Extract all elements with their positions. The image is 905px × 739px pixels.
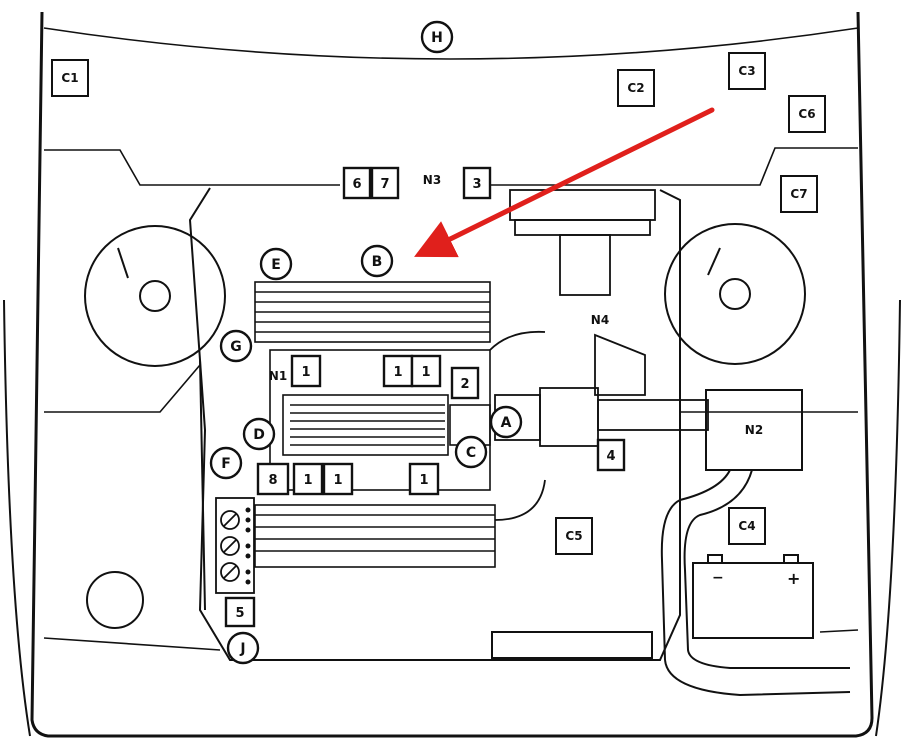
zone-c1-label: C1 bbox=[61, 71, 78, 85]
callout-b-circle bbox=[360, 244, 394, 278]
terminal-strip bbox=[215, 497, 255, 594]
component-1c-box bbox=[410, 354, 442, 388]
callout-a-circle bbox=[489, 405, 523, 439]
component-3-box bbox=[462, 166, 492, 200]
component-1f-label: 1 bbox=[419, 473, 428, 488]
callout-e-circle bbox=[259, 247, 293, 281]
callout-a-label: A bbox=[501, 415, 512, 431]
component-5-label: 5 bbox=[235, 606, 244, 621]
zone-c2-label: C2 bbox=[627, 81, 644, 95]
lower-heatsink bbox=[254, 504, 496, 568]
component-2-box bbox=[450, 366, 480, 400]
component-6-box bbox=[342, 166, 372, 200]
callout-e-label: E bbox=[271, 257, 281, 273]
callout-d-label: D bbox=[253, 427, 265, 443]
zone-n2-box bbox=[705, 389, 803, 471]
zone-c3-box bbox=[728, 52, 766, 90]
component-4-box bbox=[596, 438, 626, 472]
zone-c2-box bbox=[617, 69, 655, 107]
component-3-label: 3 bbox=[472, 177, 481, 192]
component-7-label: 7 bbox=[380, 177, 389, 192]
component-1a-label: 1 bbox=[301, 365, 310, 380]
component-1e-label: 1 bbox=[333, 473, 342, 488]
callout-b-label: B bbox=[372, 254, 383, 270]
battery bbox=[692, 554, 814, 639]
zone-c7-box bbox=[780, 175, 818, 213]
component-7-box bbox=[370, 166, 400, 200]
callout-c-circle bbox=[454, 435, 488, 469]
zone-c7-label: C7 bbox=[790, 187, 807, 201]
battery-minus-sign: − bbox=[712, 570, 724, 586]
component-1e-box bbox=[322, 462, 354, 496]
label-n1: N1 bbox=[269, 369, 287, 383]
terminal-dots bbox=[245, 507, 251, 585]
component-1b-label: 1 bbox=[393, 365, 402, 380]
component-5-box bbox=[224, 596, 256, 628]
round-knob bbox=[86, 571, 144, 629]
callout-c-label: C bbox=[466, 445, 476, 461]
battery-plus-sign: + bbox=[787, 569, 800, 588]
zone-c3-label: C3 bbox=[738, 64, 755, 78]
component-1d-label: 1 bbox=[303, 473, 312, 488]
callout-g-circle bbox=[219, 329, 253, 363]
housing-inner-lines bbox=[43, 27, 859, 651]
callout-d-circle bbox=[242, 417, 276, 451]
component-1f-box bbox=[408, 462, 440, 496]
component-1a-box bbox=[290, 354, 322, 388]
component-8-label: 8 bbox=[268, 473, 277, 488]
zone-c5-box bbox=[555, 517, 593, 555]
component-8-box bbox=[256, 462, 290, 496]
zone-c6-label: C6 bbox=[798, 107, 815, 121]
callout-h-circle bbox=[420, 20, 454, 54]
callout-j-circle bbox=[226, 631, 260, 665]
component-6-label: 6 bbox=[352, 177, 361, 192]
upper-heatsink bbox=[254, 281, 491, 343]
zone-c4-label: C4 bbox=[738, 519, 755, 533]
right-reel bbox=[664, 223, 806, 365]
callout-g-label: G bbox=[230, 339, 242, 355]
motor-assembly bbox=[489, 189, 656, 396]
left-reel bbox=[84, 225, 226, 367]
component-1c-label: 1 bbox=[421, 365, 430, 380]
cables bbox=[660, 469, 851, 697]
housing bbox=[3, 11, 901, 738]
zone-c6-box bbox=[788, 95, 826, 133]
callout-h-label: H bbox=[431, 30, 443, 46]
callout-f-circle bbox=[209, 446, 243, 480]
label-n3: N3 bbox=[423, 173, 441, 187]
zone-c1-box bbox=[51, 59, 89, 97]
red-pointer-arrow bbox=[414, 107, 715, 258]
label-n4: N4 bbox=[591, 313, 609, 327]
zone-c5-label: C5 bbox=[565, 529, 582, 543]
zone-n2-label: N2 bbox=[745, 423, 763, 437]
component-1d-box bbox=[292, 462, 324, 496]
bottom-bracket bbox=[491, 631, 653, 659]
middle-heatsink bbox=[282, 394, 449, 456]
callout-j-label: J bbox=[239, 641, 245, 657]
component-4-label: 4 bbox=[606, 449, 615, 464]
zone-c4-box bbox=[728, 507, 766, 545]
callout-f-label: F bbox=[221, 456, 231, 472]
component-2-label: 2 bbox=[460, 377, 469, 392]
